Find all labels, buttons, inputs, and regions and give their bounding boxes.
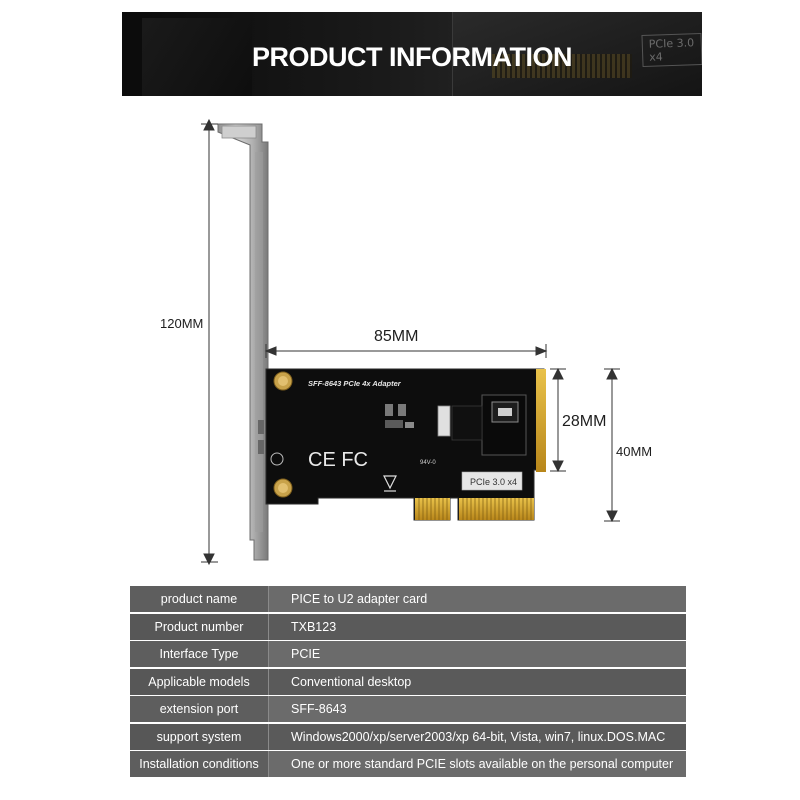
spec-value: TXB123: [269, 613, 686, 640]
spec-value: Conventional desktop: [269, 668, 686, 695]
spec-key: Interface Type: [130, 641, 269, 667]
dimension-height-label: 120MM: [160, 316, 204, 331]
header-banner: PCIe 3.0 x4 PRODUCT INFORMATION: [122, 12, 702, 96]
spec-row: Product number TXB123: [130, 613, 686, 640]
gold-fingers: [415, 498, 534, 520]
spec-table: product name PICE to U2 adapter card Pro…: [130, 586, 686, 779]
spec-row: Applicable models Conventional desktop: [130, 668, 686, 695]
recycle-icon: [383, 475, 397, 492]
board-marking: 94V-0: [420, 460, 436, 466]
pcb-board: SFF-8643 PCIe 4x Adapter CE FC 94V-0 PCI…: [265, 368, 546, 521]
dimension-line-connector: [550, 367, 566, 473]
spec-row: extension port SFF-8643: [130, 696, 686, 722]
screw-top: [273, 371, 293, 391]
metal-bracket: [217, 123, 269, 561]
dimension-line-board: [604, 367, 620, 523]
spec-row: product name PICE to U2 adapter card: [130, 586, 686, 612]
sff-8643-connector: [437, 394, 527, 456]
spec-value: PICE to U2 adapter card: [269, 586, 686, 612]
dimension-width-label: 85MM: [374, 328, 419, 345]
page-title: PRODUCT INFORMATION: [252, 42, 572, 72]
screw-bottom: [273, 478, 293, 498]
spec-value: Windows2000/xp/server2003/xp 64-bit, Vis…: [269, 723, 686, 750]
spec-key: Installation conditions: [130, 751, 269, 777]
certification-marks: CE FC: [308, 449, 368, 471]
spec-key: support system: [130, 723, 269, 750]
dimension-line-width: [264, 344, 548, 358]
spec-row: Installation conditions One or more stan…: [130, 751, 686, 777]
spec-value: One or more standard PCIE slots availabl…: [269, 751, 686, 777]
spec-row: support system Windows2000/xp/server2003…: [130, 723, 686, 750]
spec-value: SFF-8643: [269, 696, 686, 722]
spec-row: Interface Type PCIE: [130, 641, 686, 667]
spec-key: Product number: [130, 613, 269, 640]
spec-key: product name: [130, 586, 269, 612]
spec-key: extension port: [130, 696, 269, 722]
banner-background-decoration: [142, 18, 252, 96]
board-title: SFF-8643 PCIe 4x Adapter: [308, 379, 402, 388]
banner-gold-fingers-decoration: [492, 54, 632, 78]
dimension-connector-label: 28MM: [562, 413, 607, 430]
dimension-line-height: [201, 118, 218, 566]
dimension-board-label: 40MM: [616, 444, 653, 459]
fcc-circle-mark: [270, 452, 284, 466]
slot-label: PCIe 3.0 x4: [470, 477, 517, 487]
spec-value: PCIE: [269, 641, 686, 667]
spec-key: Applicable models: [130, 668, 269, 695]
